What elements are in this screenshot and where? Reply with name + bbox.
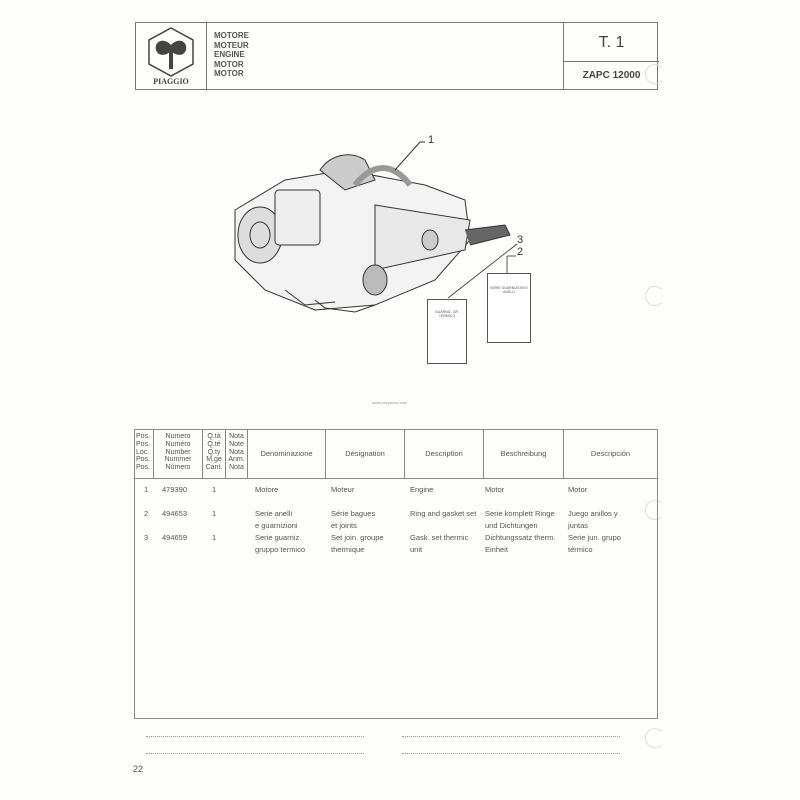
cell-en: Gask. set thermic xyxy=(410,533,469,542)
piaggio-hexagon-icon xyxy=(148,27,194,77)
cell-it: Serie guarniz. xyxy=(255,533,302,542)
cell-it: gruppo termico xyxy=(255,545,306,554)
note-line xyxy=(146,753,364,754)
cell-en: unit xyxy=(410,545,423,554)
header-description: Description xyxy=(405,430,484,478)
header-text: Pos. xyxy=(136,456,151,464)
cell-qty: 1 xyxy=(212,533,217,542)
header-text: Cant. xyxy=(205,464,223,472)
piaggio-logo: PIAGGIO xyxy=(136,23,207,89)
binder-hole-icon xyxy=(645,64,665,84)
page-header: PIAGGIO MOTORE MOTEUR ENGINE MOTOR MOTOR… xyxy=(135,22,659,90)
cell-es: térmico xyxy=(568,545,593,554)
cell-qty: 1 xyxy=(212,485,217,494)
card-3-label: GUARNIZ. GR. TERMICO xyxy=(435,310,459,318)
cell-es: Serie jun. grupo xyxy=(568,533,621,542)
cell-es: Juego anillos y xyxy=(568,509,618,518)
cell-numero: 494659 xyxy=(162,533,188,542)
header-text: Nota xyxy=(229,464,244,472)
cell-qty: 1 xyxy=(212,509,217,518)
callout-leaders xyxy=(447,243,518,299)
header-text: Pos. xyxy=(136,440,151,448)
section-titles: MOTORE MOTEUR ENGINE MOTOR MOTOR xyxy=(214,31,249,79)
model-code: ZAPC 12000 xyxy=(582,70,641,81)
cell-de: Motor xyxy=(485,485,505,494)
callout-3: 3 xyxy=(517,234,524,246)
engine-illustration xyxy=(234,141,511,313)
gasket-kit-card-3: GUARNIZ. GR. TERMICO xyxy=(427,299,467,364)
cell-fr: Moteur xyxy=(331,485,355,494)
cell-es: juntas xyxy=(568,521,589,530)
header-divider xyxy=(135,478,657,479)
header-designation: Désignation xyxy=(326,430,405,478)
header-text: Note xyxy=(229,440,244,448)
cell-numero: 479390 xyxy=(162,485,188,494)
title-en: ENGINE xyxy=(214,50,245,59)
cell-pos: 3 xyxy=(144,533,149,542)
header-text: Numero xyxy=(165,433,191,440)
header-text: Anm. xyxy=(228,456,245,464)
brand-name: PIAGGIO xyxy=(153,77,189,86)
header-text: Pos. xyxy=(136,433,151,440)
header-descripcion: Descripción xyxy=(590,449,631,458)
cell-pos: 1 xyxy=(144,485,149,494)
table-number: T. 1 xyxy=(564,23,659,62)
header-denominazione: Denominazione xyxy=(248,430,326,478)
header-text: M.ge xyxy=(206,456,222,464)
title-it: MOTORE xyxy=(214,31,249,40)
cell-de: Dichtungssatz therm. xyxy=(485,533,556,542)
cell-fr: Série bagues xyxy=(331,509,376,518)
cell-de: Einheit xyxy=(485,545,508,554)
note-line xyxy=(146,736,364,737)
watermark: www.vespadoc.com xyxy=(372,400,408,405)
cell-it: Motore xyxy=(255,485,279,494)
cell-fr: thermique xyxy=(331,545,365,554)
title-fr: MOTEUR xyxy=(214,40,249,50)
header-text: Number xyxy=(165,448,191,456)
table-id-cell: T. 1 ZAPC 12000 xyxy=(563,23,659,89)
callout-2: 2 xyxy=(517,246,524,258)
header-text: Pos. xyxy=(136,464,151,472)
binder-hole-icon xyxy=(645,286,665,306)
header-text: Numéro xyxy=(165,440,191,448)
header-text: Q.ty xyxy=(207,448,221,456)
gasket-kit-card-2: SERIE GUARNIZIONI E ANELLI xyxy=(487,273,531,343)
title-de: MOTOR xyxy=(214,59,244,69)
cell-en: Engine xyxy=(410,485,434,494)
header-text: Nummer xyxy=(164,456,192,464)
card-2-label: SERIE GUARNIZIONI E ANELLI xyxy=(490,286,528,294)
cell-es: Motor xyxy=(568,485,588,494)
cell-fr: Set join. groupe xyxy=(331,533,384,542)
cell-numero: 494653 xyxy=(162,509,188,518)
cell-en: Ring and gasket set xyxy=(410,509,477,518)
header-text: Nota xyxy=(229,448,244,456)
cell-de: Serie komplett Ringe xyxy=(485,509,555,518)
header-text: Nota xyxy=(229,433,244,440)
title-es: MOTOR xyxy=(214,69,244,78)
note-line xyxy=(402,753,620,754)
cell-it: e guarnizioni xyxy=(255,521,298,530)
cell-de: und Dichtungen xyxy=(485,521,538,530)
cell-it: Serie anelli xyxy=(255,509,293,518)
callout-1: 1 xyxy=(428,134,435,146)
cell-fr: et joints xyxy=(331,521,357,530)
header-beschreibung: Beschreibung xyxy=(484,430,564,478)
header-pos: Pos.Pos.Loc.Pos.Pos. xyxy=(135,430,154,478)
header-text: Q.tà xyxy=(207,433,221,440)
binder-hole-icon xyxy=(645,500,665,520)
page-number: 22 xyxy=(133,764,144,774)
header-text: Q.té xyxy=(207,440,221,448)
binder-hole-icon xyxy=(645,728,665,748)
cell-pos: 2 xyxy=(144,509,149,518)
header-text: Número xyxy=(165,464,191,472)
header-text: Loc. xyxy=(136,448,150,456)
note-line xyxy=(402,736,620,737)
